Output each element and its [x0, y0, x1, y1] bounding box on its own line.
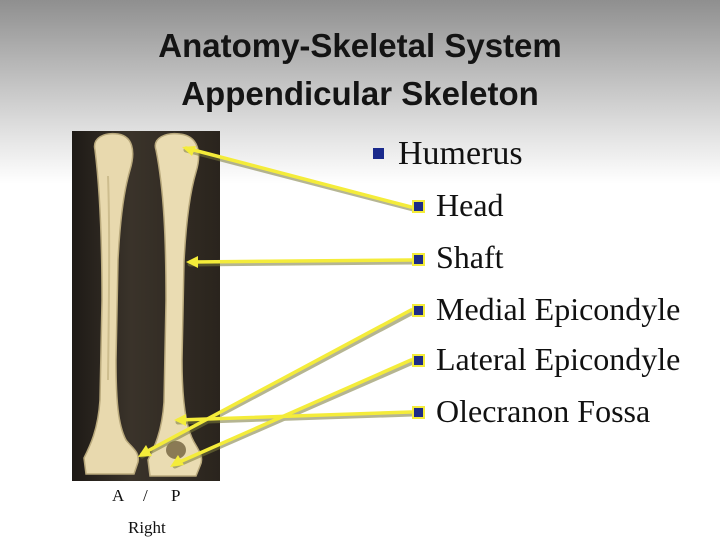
arrow-medial-epicondyle [140, 308, 413, 456]
arrow-head [184, 146, 413, 209]
list-item-shaft: Shaft [436, 239, 504, 275]
arrowhead-head [182, 146, 196, 156]
caption-side: Right [128, 518, 166, 537]
arrow-shaft [188, 258, 413, 264]
list-item-medial-epicondyle: Medial Epicondyle [436, 291, 681, 327]
caption-separator: / [143, 486, 148, 505]
arrowhead-shaft [186, 256, 198, 268]
sub-bullet-icon [412, 304, 425, 317]
title-line-1: Anatomy-Skeletal System [158, 27, 562, 64]
sub-bullet-icon [412, 200, 425, 213]
list-item-lateral-epicondyle: Lateral Epicondyle [436, 341, 681, 377]
title-line-2: Appendicular Skeleton [181, 75, 539, 112]
arrow-olecranon-fossa [176, 410, 413, 422]
arrowhead-olecranon [174, 414, 186, 426]
main-bullet-icon [373, 148, 384, 159]
slide-title: Anatomy-Skeletal System Appendicular Ske… [0, 22, 720, 118]
arrowhead-medial [138, 445, 152, 457]
list-item-olecranon-fossa: Olecranon Fossa [436, 393, 651, 429]
caption-posterior: P [171, 486, 181, 505]
list-item-humerus: Humerus [398, 135, 523, 172]
arrow-lateral-epicondyle [173, 358, 413, 466]
anterior-humerus [83, 132, 140, 475]
list-item-head: Head [436, 187, 504, 223]
arrowhead-lateral [170, 455, 184, 467]
sub-bullet-icon [412, 406, 425, 419]
sub-bullet-icon [412, 354, 425, 367]
caption-anterior: A [112, 486, 125, 505]
sub-bullet-icon [412, 253, 425, 266]
